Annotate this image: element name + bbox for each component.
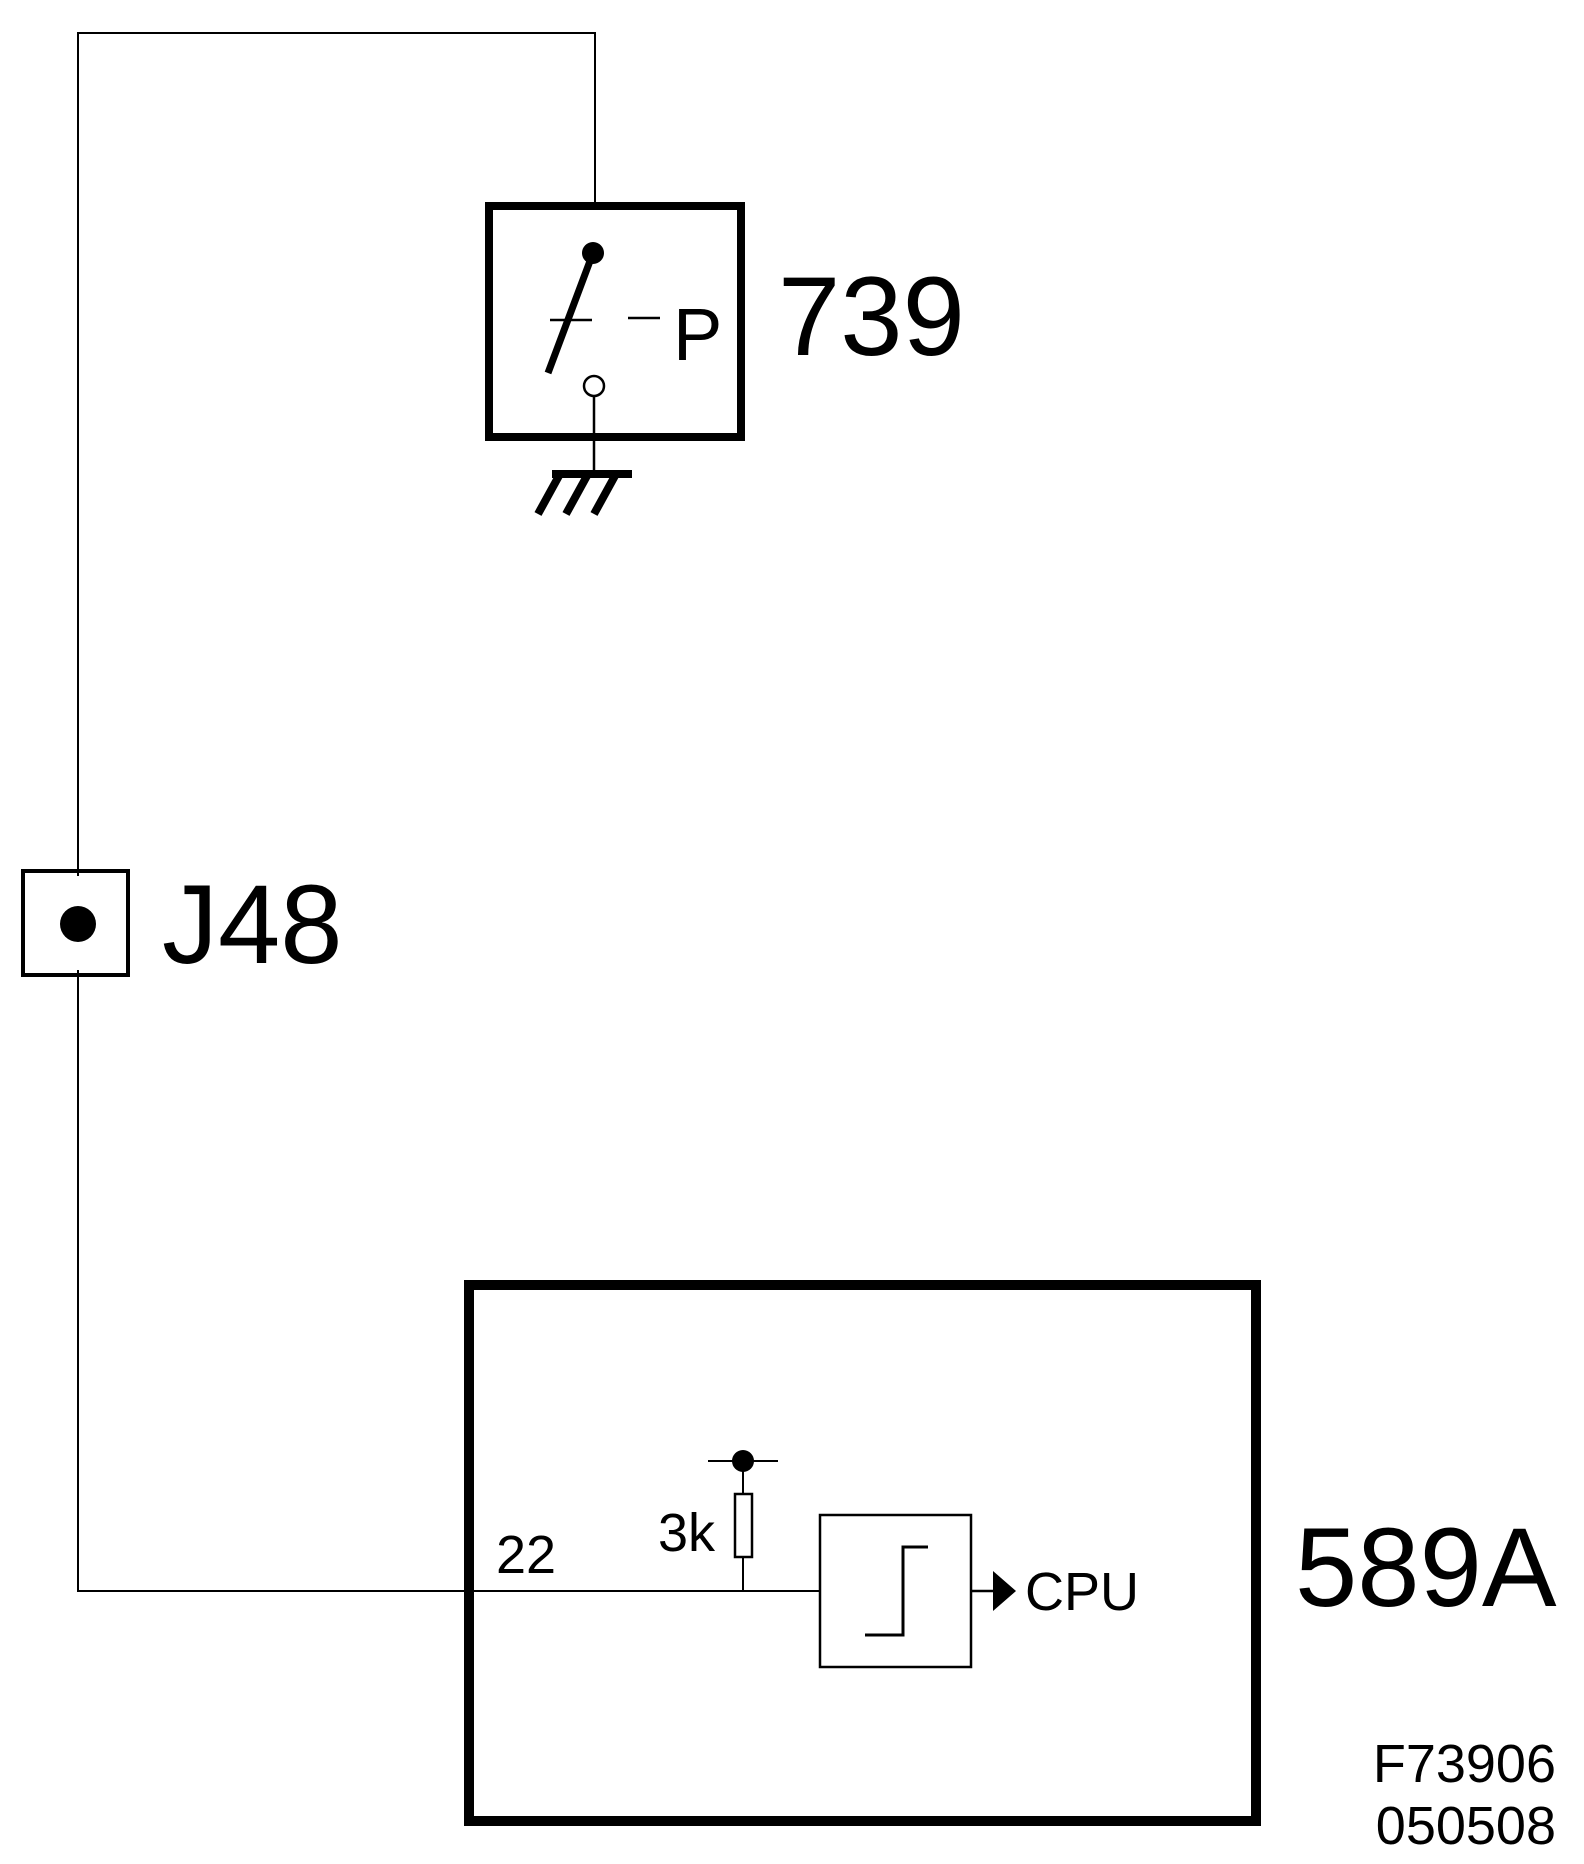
junction-dot — [60, 906, 96, 942]
wire-switch-to-junction — [77, 32, 596, 876]
control-unit-box — [464, 1280, 1261, 1826]
switch-pivot-dot — [582, 242, 604, 264]
control-unit-label: 589A — [1295, 1505, 1557, 1630]
ground-icon — [534, 470, 632, 516]
pressure-switch-box — [485, 202, 745, 441]
wire-junction-to-pin-22 — [77, 970, 820, 1592]
schmitt-trigger-icon — [865, 1545, 928, 1637]
resistor-label: 3k — [658, 1503, 716, 1563]
pressure-switch-739: P — [485, 202, 745, 472]
schmitt-trigger-box — [818, 1513, 973, 1669]
figure-code: F73906 — [1373, 1734, 1556, 1794]
cpu-label: CPU — [1025, 1562, 1139, 1622]
resistor-body — [733, 1492, 754, 1559]
pressure-switch-label: 739 — [778, 254, 965, 379]
output-arrow-icon — [993, 1571, 1016, 1611]
switch-contact-circle — [582, 374, 606, 398]
switch-lever — [544, 251, 597, 375]
junction-box — [21, 869, 130, 977]
control-unit-589a: 22 3k CPU — [464, 1280, 1261, 1826]
junction-j48 — [21, 869, 130, 977]
pin-22-label: 22 — [496, 1525, 556, 1585]
date-code: 050508 — [1376, 1796, 1556, 1856]
junction-label: J48 — [162, 862, 343, 987]
switch-symbol-letter: P — [673, 293, 722, 376]
